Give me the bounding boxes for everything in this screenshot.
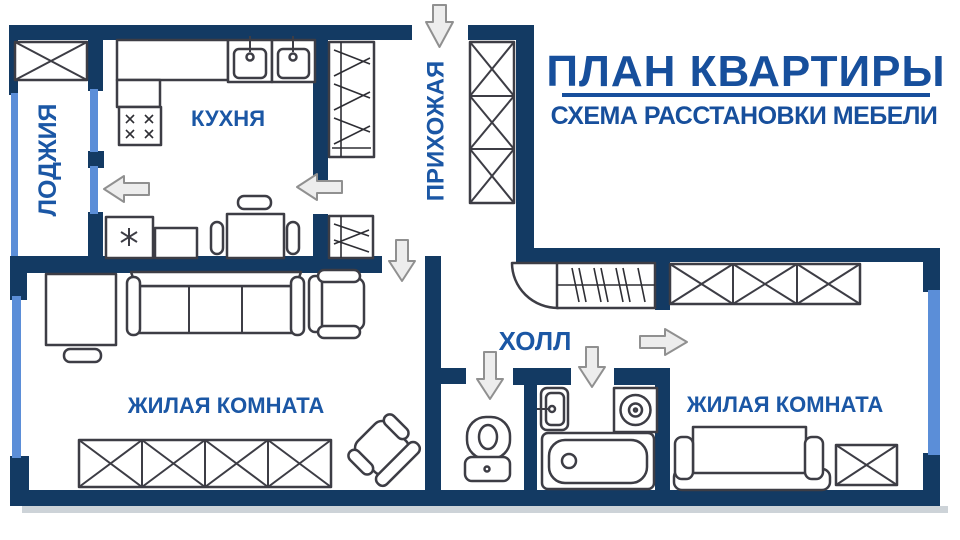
living-room-2-window xyxy=(928,290,940,455)
kitchen-sink-1 xyxy=(226,36,274,84)
bathtub xyxy=(540,431,656,491)
loggia-balcony-door-glass xyxy=(90,166,98,214)
washing-machine-bath xyxy=(612,386,659,434)
wc-door-arrow xyxy=(476,351,504,400)
plan-subtitle: СХЕМА РАССТАНОВКИ МЕБЕЛИ xyxy=(551,102,938,130)
plan-title: ПЛАН КВАРТИРЫ xyxy=(546,47,945,96)
sofa-1 xyxy=(125,270,306,337)
loggia-balcony-window xyxy=(90,89,98,152)
hall-coat-rack xyxy=(555,261,657,310)
windows xyxy=(11,89,940,458)
kitchen-sink-2 xyxy=(270,36,317,84)
loggia-cabinet xyxy=(13,40,89,82)
dining-table xyxy=(209,194,301,260)
room-label-living-room-1: ЖИЛАЯ КОМНАТА xyxy=(127,393,325,418)
room-label-hall: ХОЛЛ xyxy=(499,326,572,356)
hallway-wardrobe xyxy=(468,40,516,205)
living-room-1-window xyxy=(12,296,21,458)
armchair-1 xyxy=(307,268,366,340)
desk xyxy=(44,272,118,364)
coat-rack-small xyxy=(327,214,375,260)
room-label-living-room-2: ЖИЛАЯ КОМНАТА xyxy=(686,392,884,417)
kitchen-door-arrow xyxy=(296,173,343,201)
kitchen-counter xyxy=(115,38,230,109)
wardrobe-living-2 xyxy=(668,262,862,306)
chest-living-2 xyxy=(834,443,899,487)
loggia-door-arrow xyxy=(103,175,150,203)
wardrobe-living-1 xyxy=(77,438,333,489)
room-label-entry-hallway: ПРИХОЖАЯ xyxy=(423,61,450,202)
stove xyxy=(117,105,163,147)
living-room-1-door-arrow xyxy=(388,239,416,282)
entrance-arrow xyxy=(425,4,454,48)
walls xyxy=(9,25,940,506)
bathroom-sink xyxy=(537,386,570,432)
plan-shadow xyxy=(22,506,948,513)
coat-rack-tall xyxy=(327,40,376,159)
living-room-2-door-arrow xyxy=(639,328,688,356)
hall-door-swing xyxy=(510,261,560,310)
washing-machine-kitchen xyxy=(104,215,155,260)
sofa-2 xyxy=(672,425,832,492)
armchair-rotated xyxy=(347,413,422,488)
loggia-left-window xyxy=(11,93,18,256)
room-label-kitchen: КУХНЯ xyxy=(191,106,265,131)
room-label-loggia: ЛОДЖИЯ xyxy=(34,103,62,216)
kitchen-cabinet xyxy=(153,226,199,260)
bathroom-door-arrow xyxy=(578,346,606,388)
title-underline xyxy=(562,93,930,97)
toilet xyxy=(463,415,512,483)
